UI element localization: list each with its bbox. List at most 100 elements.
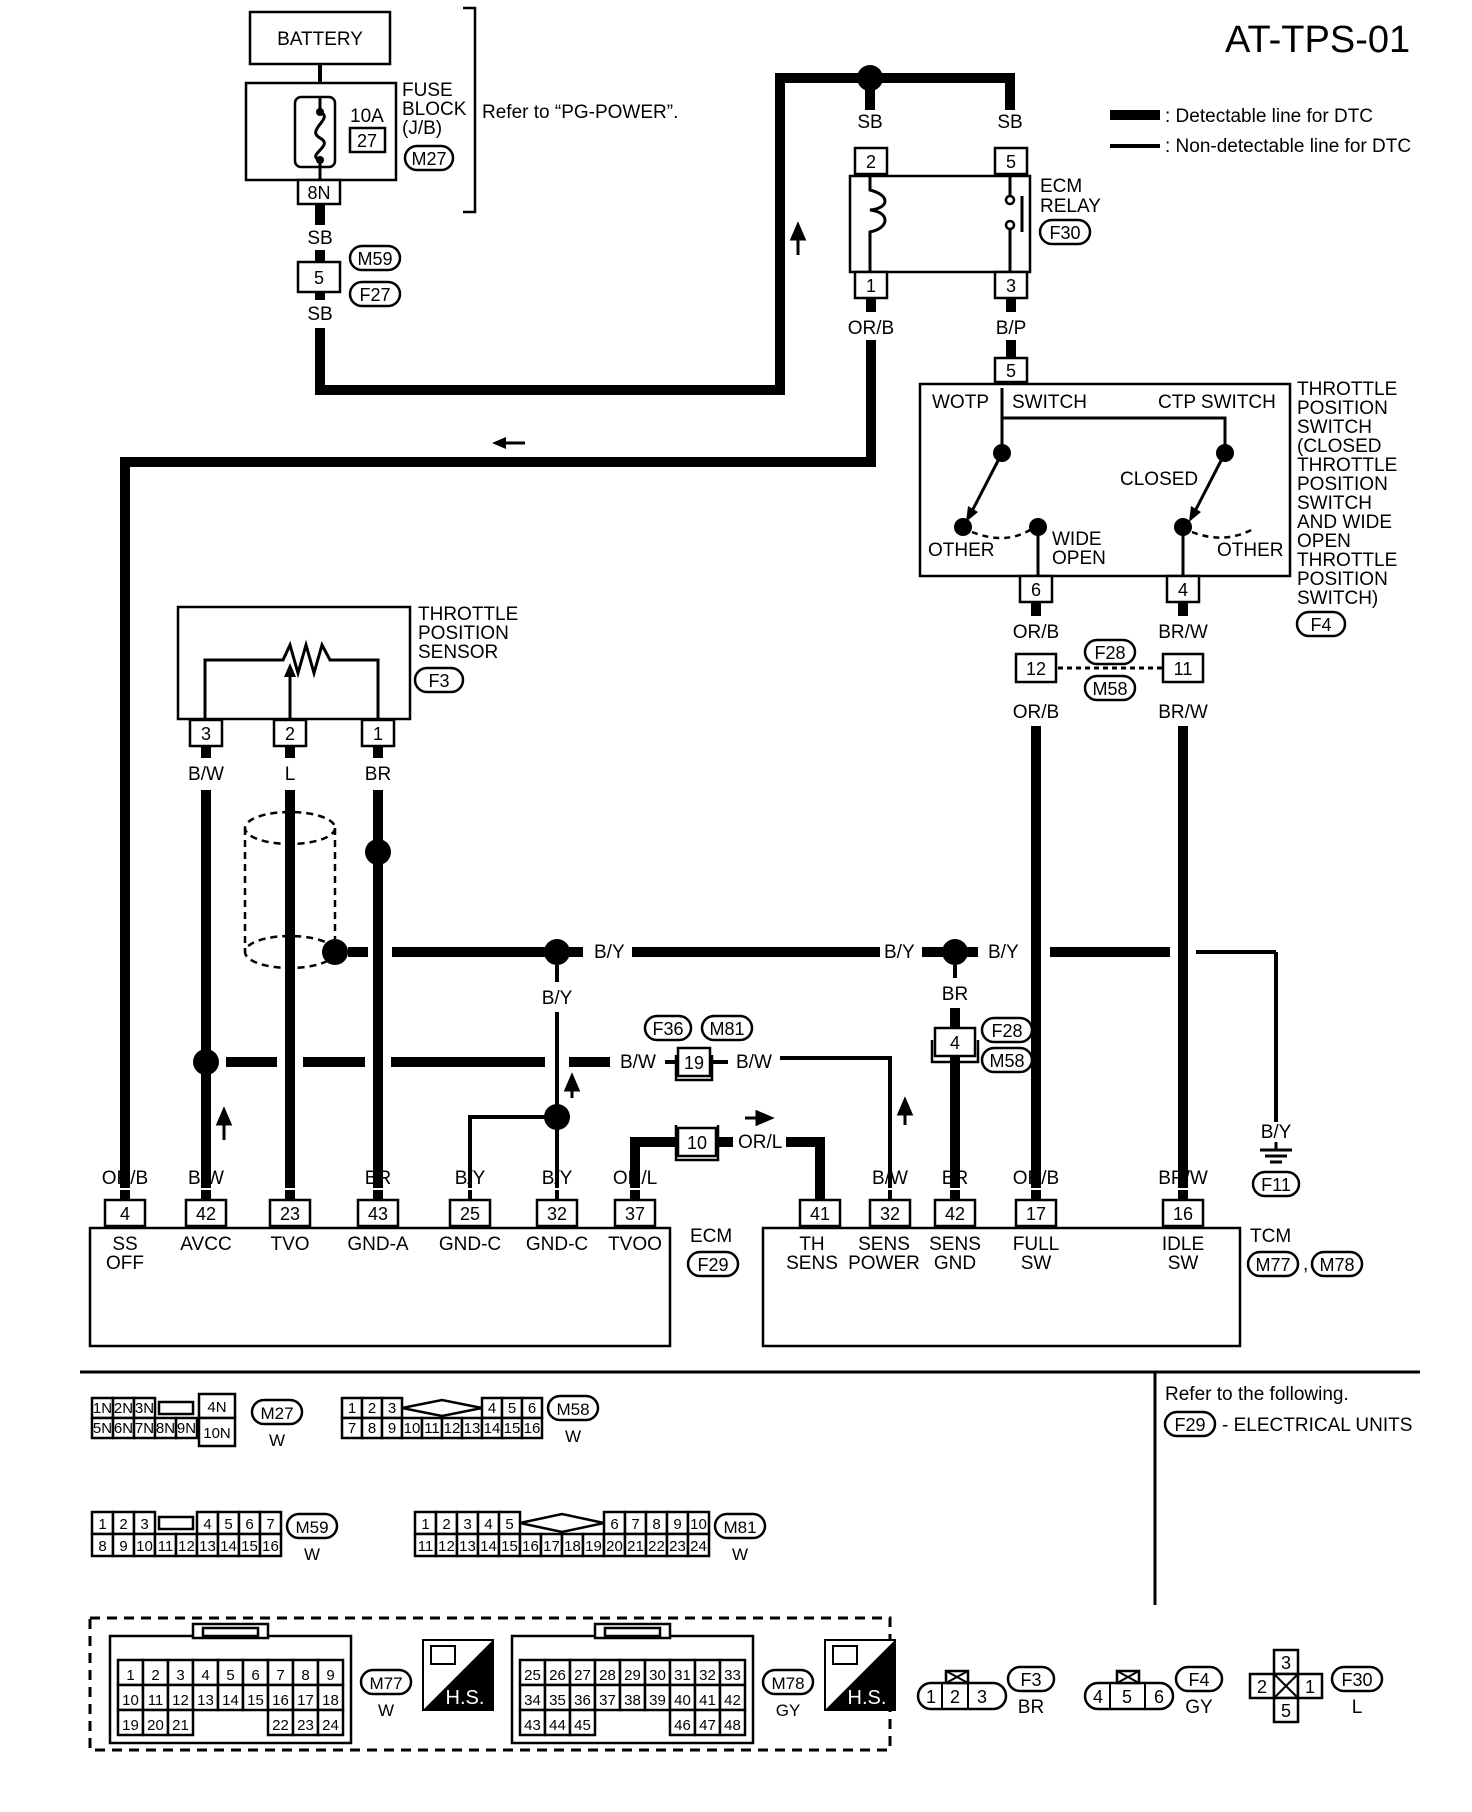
pin-number: 9: [119, 1538, 127, 1555]
conn-id: M58: [556, 1400, 589, 1419]
svg-text:1: 1: [1305, 1677, 1315, 1697]
svg-text:TH: TH: [799, 1234, 824, 1255]
by-label-3: B/Y: [988, 942, 1019, 963]
by-label-2: B/Y: [884, 942, 915, 963]
relay-label-2: RELAY: [1040, 196, 1101, 217]
svg-text:4: 4: [950, 1033, 960, 1053]
svg-text:L: L: [1352, 1697, 1363, 1718]
pin-cell: [518, 1708, 547, 1737]
ecm-wire-4: B/Y: [455, 1168, 486, 1189]
pin-cell: [266, 1708, 295, 1737]
tps-pin-4: [1165, 574, 1201, 604]
pin-number: 15: [247, 1692, 264, 1709]
pin-number: 21: [172, 1717, 189, 1734]
tps-wide-2: OPEN: [1052, 548, 1106, 569]
pin-number: 22: [272, 1717, 289, 1734]
pin-number: 3: [176, 1667, 184, 1684]
svg-text:10N: 10N: [203, 1425, 231, 1442]
tp-switch-box: [918, 382, 1292, 578]
pin-number: 42: [724, 1692, 741, 1709]
ecm-pin-names: SS OFF AVCC TVO GND-A GND-C GND-C TVOO: [106, 1234, 662, 1274]
relay-pin-5: [993, 146, 1029, 176]
pin-number: 43: [524, 1717, 541, 1734]
pin-cell: [568, 1658, 597, 1687]
refer-bracket: [463, 6, 477, 214]
tps-wire-l: L: [285, 764, 296, 785]
pin-number: 1: [126, 1667, 134, 1684]
svg-text:,: ,: [1303, 1254, 1308, 1275]
battery-box: [248, 10, 392, 66]
pin-number: 9N: [177, 1420, 196, 1437]
pin-number: 16: [522, 1538, 539, 1555]
pin-number: 11: [158, 1538, 174, 1555]
pin-number: 1: [421, 1516, 429, 1533]
pin-number: 7: [348, 1420, 356, 1437]
pin-number: 20: [606, 1538, 623, 1555]
ecm-box: [88, 1226, 672, 1348]
pin-number: 30: [649, 1667, 666, 1684]
svg-text:5: 5: [1281, 1701, 1291, 1721]
svg-text:4: 4: [1178, 580, 1188, 600]
hs-label: H.S.: [848, 1687, 887, 1709]
svg-text:2: 2: [950, 1687, 960, 1707]
tps-wire-brw: BR/W: [1158, 622, 1208, 643]
relay-pin-2: [853, 146, 889, 176]
tps-other-left: OTHER: [928, 540, 995, 561]
pin-cell: [316, 1708, 345, 1737]
pin-number: 4: [201, 1667, 209, 1684]
pin-number: 3N: [135, 1400, 154, 1417]
pin-number: 11: [424, 1420, 440, 1437]
jc-f28-top: F28: [1094, 643, 1125, 663]
pin-number: 40: [674, 1692, 691, 1709]
pin-number: 19: [585, 1538, 602, 1555]
pin-cell: [166, 1658, 195, 1687]
svg-text:5: 5: [1006, 152, 1016, 172]
svg-text:6: 6: [1031, 580, 1041, 600]
connector-f4: 4 5 6 F4 GY: [1083, 1665, 1224, 1718]
tp-sensor-label-3: SENSOR: [418, 642, 498, 663]
ecm-wire-5: B/Y: [542, 1168, 573, 1189]
pin-number: 3: [140, 1516, 148, 1533]
pin-number: 2: [368, 1400, 376, 1417]
pin-number: 9: [326, 1667, 334, 1684]
svg-text:10: 10: [687, 1133, 707, 1153]
tps-switch: SWITCH: [1012, 392, 1087, 413]
relay-coil: [868, 176, 887, 272]
svg-text:23: 23: [280, 1204, 300, 1224]
pin-number: 12: [172, 1692, 189, 1709]
svg-text:37: 37: [625, 1204, 645, 1224]
svg-text:3: 3: [1006, 276, 1016, 296]
wire-brw-idle: BR/W: [1158, 702, 1208, 723]
fuse-block-line3: (J/B): [402, 118, 442, 139]
svg-text:6: 6: [1154, 1687, 1164, 1707]
pin-number: 48: [724, 1717, 741, 1734]
svg-text:OFF: OFF: [106, 1253, 144, 1274]
pin-number: 7: [276, 1667, 284, 1684]
svg-text:BR: BR: [942, 1168, 968, 1189]
relay-wire-sb-left: SB: [857, 112, 882, 133]
pin-number: 14: [220, 1538, 237, 1555]
arrow-up-1: [789, 221, 807, 255]
refer-pg-power: Refer to “PG-POWER”.: [482, 102, 678, 123]
svg-text:1: 1: [373, 724, 383, 744]
pin-cell: [543, 1708, 572, 1737]
pin-number: 19: [122, 1717, 139, 1734]
fuse-number: 27: [357, 131, 377, 151]
hs-dashed-box: [88, 1616, 892, 1752]
pin-cell: [518, 1683, 547, 1712]
pin-number: 2N: [114, 1400, 133, 1417]
tps-label: THROTTLE POSITION SWITCH (CLOSED THROTTL…: [1297, 379, 1397, 609]
svg-text:THROTTLE: THROTTLE: [1297, 455, 1397, 476]
by-ground-label: B/Y: [1261, 1122, 1292, 1143]
svg-text:11: 11: [1174, 659, 1193, 679]
tp-sensor-resistor: [203, 639, 380, 719]
battery-label: BATTERY: [277, 29, 363, 50]
svg-text:POSITION: POSITION: [1297, 474, 1388, 495]
relay-pin-3: [993, 270, 1029, 300]
tps-wire-bw: B/W: [188, 764, 224, 785]
by-down-label: B/Y: [542, 988, 573, 1009]
pin-number: 16: [272, 1692, 289, 1709]
